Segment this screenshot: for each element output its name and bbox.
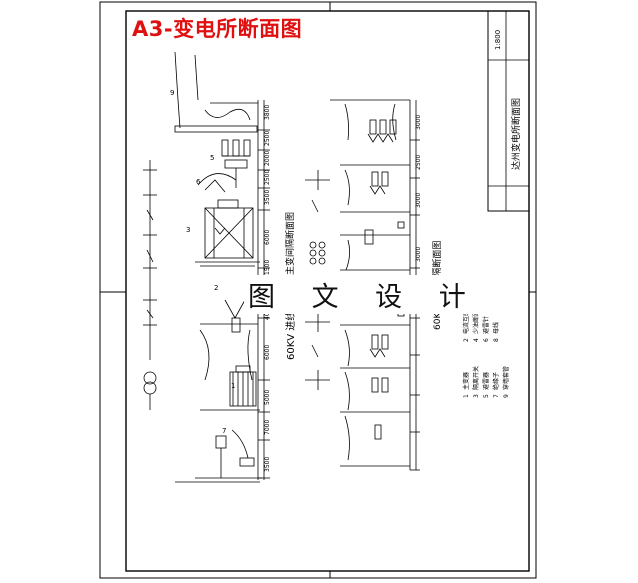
dim-left-7: 1500 xyxy=(264,260,271,275)
main-section-drawing xyxy=(143,51,270,483)
dim-right-2: 2500 xyxy=(415,155,422,170)
callout-3: 3 xyxy=(186,226,190,234)
svg-text:5: 5 xyxy=(483,394,490,398)
svg-text:7: 7 xyxy=(493,394,500,398)
legend-item: 3 隔离开关 xyxy=(472,366,480,398)
dim-left-6: 6000 xyxy=(264,230,271,245)
svg-text:3: 3 xyxy=(473,394,480,398)
svg-text:母线: 母线 xyxy=(492,322,500,334)
dim-left-9: 6000 xyxy=(264,345,271,360)
legend-item: 7 绝缘子 xyxy=(492,372,500,398)
left-callouts: 5 6 3 2 7 1 9 xyxy=(170,89,235,435)
svg-text:2: 2 xyxy=(463,338,470,342)
callout-9: 9 xyxy=(170,89,174,97)
dim-right-3: 3000 xyxy=(415,193,422,208)
title-block: 达州变电所断面图 1:800 xyxy=(487,10,530,212)
legend-item: 1 主变器 xyxy=(462,372,470,398)
svg-text:电流互感器: 电流互感器 xyxy=(462,304,470,334)
dim-left-4: 2500 xyxy=(264,170,271,185)
callout-2: 2 xyxy=(214,284,218,292)
callout-6: 6 xyxy=(196,178,201,186)
svg-text:主变器: 主变器 xyxy=(462,372,470,390)
outer-frame xyxy=(99,1,537,579)
svg-text:6: 6 xyxy=(483,338,490,342)
callout-1: 1 xyxy=(231,382,235,390)
label-60kv-line: 60KV 进线 xyxy=(284,311,297,360)
legend-item: 5 避雷器 xyxy=(482,372,490,398)
svg-text:9: 9 xyxy=(503,394,510,398)
callout-7: 7 xyxy=(222,427,226,435)
label-main-transformer-section: 主变间隔断面图 xyxy=(284,212,296,275)
dim-right-1: 3000 xyxy=(415,115,422,130)
legend-item: 4 少油断路器 xyxy=(472,304,480,342)
svg-text:少油断路器: 少油断路器 xyxy=(472,304,480,334)
svg-text:避雷器: 避雷器 xyxy=(482,372,490,390)
right-dimensions: 3000 2500 3000 3000 xyxy=(415,115,422,262)
dim-left-5: 3500 xyxy=(264,190,271,205)
legend-item: 2 电流互感器 xyxy=(462,304,470,342)
dim-left-10: 5000 xyxy=(264,390,271,405)
watermark: 图 文 设 计 xyxy=(244,275,484,314)
svg-text:4: 4 xyxy=(473,338,480,342)
svg-text:1: 1 xyxy=(463,394,470,398)
dim-left-3: 2000 xyxy=(264,151,271,166)
inner-frame xyxy=(125,10,530,572)
dim-left-2: 2500 xyxy=(264,131,271,146)
legend-item: 9 穿墙套管 xyxy=(502,366,510,398)
dim-left-12: 3500 xyxy=(264,457,271,472)
svg-text:8: 8 xyxy=(493,338,500,342)
svg-text:穿墙套管: 穿墙套管 xyxy=(502,366,510,390)
title-block-name: 达州变电所断面图 xyxy=(510,98,522,170)
legend-item: 6 避雷针 xyxy=(482,316,490,342)
dim-right-4: 3000 xyxy=(415,247,422,262)
svg-text:隔离开关: 隔离开关 xyxy=(472,366,480,390)
callout-5: 5 xyxy=(210,154,214,162)
svg-text:绝缘子: 绝缘子 xyxy=(492,372,500,390)
svg-text:避雷针: 避雷针 xyxy=(482,316,490,334)
sheet-title: A3-变电所断面图 xyxy=(132,17,303,41)
dim-left-1: 3800 xyxy=(264,105,271,120)
title-block-scale: 1:800 xyxy=(494,30,502,50)
dim-left-11: 7000 xyxy=(264,420,271,435)
legend-item: 8 母线 xyxy=(492,322,500,342)
